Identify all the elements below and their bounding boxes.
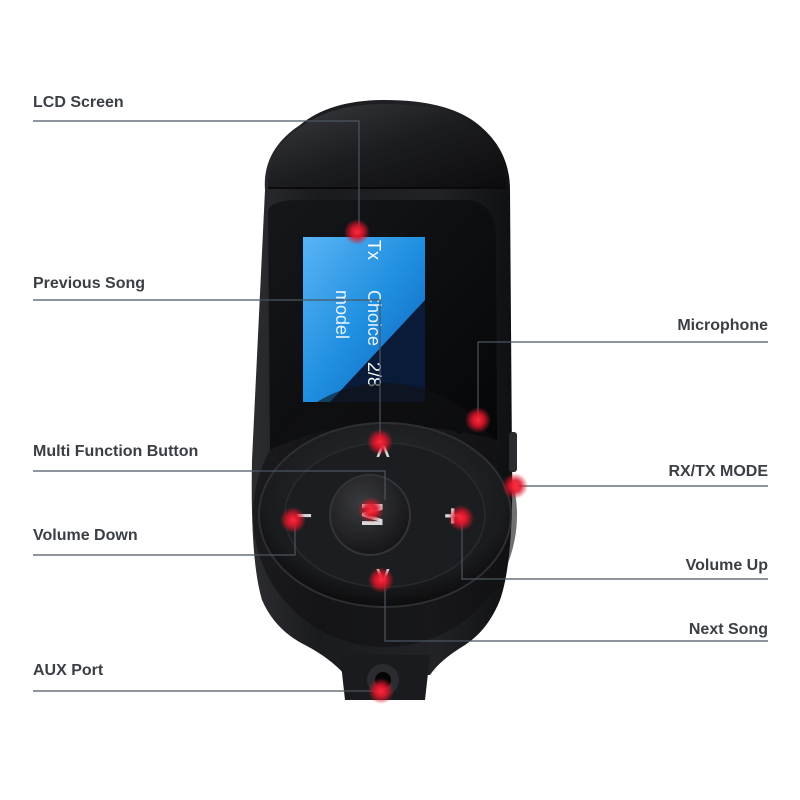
leader-previous [33,299,381,442]
callout-lcd-screen: LCD Screen [33,94,124,111]
callout-volume-down: Volume Down [33,527,138,544]
marker-multi [358,497,384,523]
callout-aux-port: AUX Port [33,662,104,679]
marker-voldown [280,507,306,533]
side-mode-button[interactable] [509,432,517,472]
marker-rxtx [502,473,528,499]
lcd-screen-shade [330,300,425,402]
screen-text-tx: Tx [364,240,384,260]
marker-volup [448,505,474,531]
callout-volume-up: Volume Up [685,557,768,574]
callout-microphone: Microphone [677,317,768,334]
device-cap [267,104,506,188]
marker-mic [465,407,491,433]
leader-mic [477,341,768,420]
marker-aux [368,678,394,704]
leader-next [384,580,768,642]
markers [280,219,528,704]
callout-rx-tx-mode: RX/TX MODE [668,463,768,480]
screen-text-model: model [332,290,352,339]
lcd-screen: Tx Choice model 2/8 [303,237,425,402]
leader-volup [461,520,768,580]
leader-lcd [33,120,360,232]
screen-text-choice: Choice [364,290,384,346]
screen-text-counter: 2/8 [364,362,384,387]
leader-multi [33,470,386,500]
callout-previous-song: Previous Song [33,275,146,292]
callout-multi-function-button: Multi Function Button [33,443,199,460]
callout-next-song: Next Song [688,621,768,638]
marker-next [368,567,394,593]
marker-previous [367,429,393,455]
marker-lcd [344,219,370,245]
device: Tx Choice model 2/8 M < > − + [251,100,517,700]
